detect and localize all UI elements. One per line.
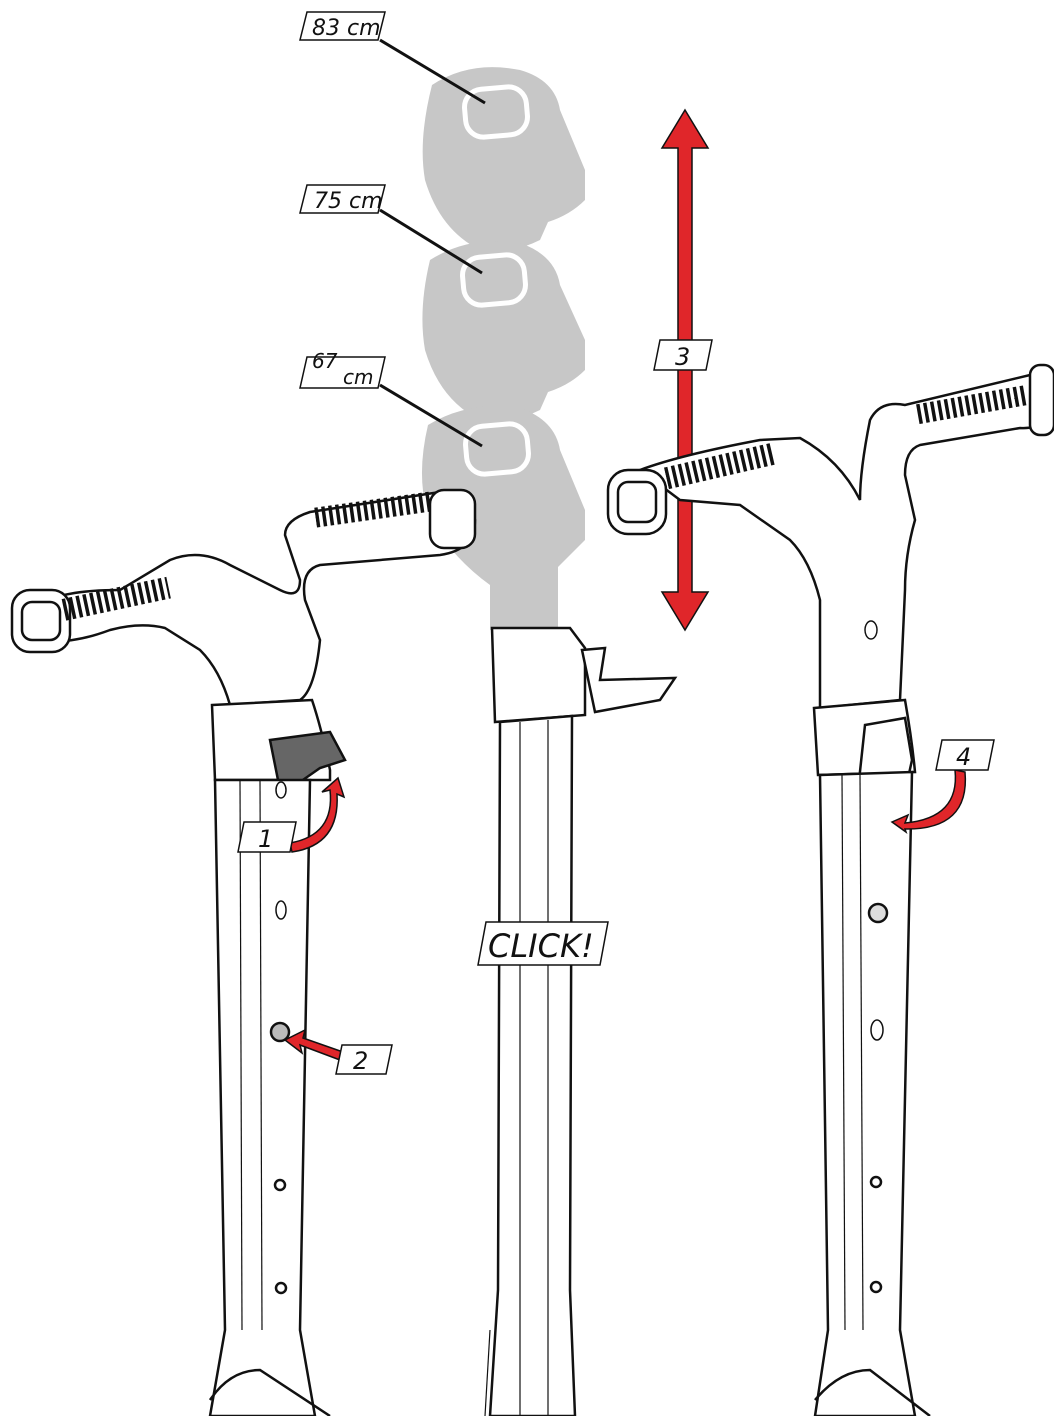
arrow-1 xyxy=(289,776,346,853)
label-step-4: 4 xyxy=(935,739,995,771)
svg-text:83 cm: 83 cm xyxy=(312,16,381,41)
center-assembly xyxy=(484,626,678,1416)
right-tube xyxy=(813,770,917,1416)
label-step-1: 1 xyxy=(237,821,297,853)
label-83cm: 83 cm xyxy=(299,11,386,41)
svg-text:75 cm: 75 cm xyxy=(314,189,383,214)
svg-text:3: 3 xyxy=(675,343,690,371)
svg-text:2: 2 xyxy=(353,1047,368,1075)
left-grip-ribbed xyxy=(58,576,171,622)
svg-text:67: 67 xyxy=(312,349,338,373)
height-leaders xyxy=(379,38,486,448)
label-click: CLICK! xyxy=(477,921,609,966)
ghost-handlebar-83 xyxy=(422,67,585,252)
svg-text:4: 4 xyxy=(956,743,971,771)
right-handlebar xyxy=(637,373,1052,710)
ghost-handlebar-75 xyxy=(422,241,585,422)
label-75cm: 75 cm xyxy=(299,184,386,214)
left-tube xyxy=(208,778,317,1416)
center-quick-release-lever xyxy=(580,646,678,714)
right-grip-cap-right xyxy=(1028,363,1054,437)
left-pin-button xyxy=(269,1021,291,1043)
label-67cm: 67 cm xyxy=(299,349,386,389)
arrow-4 xyxy=(890,769,967,834)
label-step-3: 3 xyxy=(653,339,713,371)
svg-text:CLICK!: CLICK! xyxy=(488,927,594,965)
left-quick-release-lever xyxy=(268,730,347,784)
label-step-2: 2 xyxy=(335,1044,393,1075)
right-assembly xyxy=(606,363,1054,1416)
right-grip-ribbed xyxy=(663,442,777,490)
ghost-grip-ends xyxy=(460,84,531,477)
ghost-stem xyxy=(490,560,558,630)
svg-text:1: 1 xyxy=(258,825,273,853)
arrow-2 xyxy=(283,1028,344,1061)
left-assembly xyxy=(10,488,477,1416)
svg-text:cm: cm xyxy=(343,365,373,389)
left-grip-cap-right xyxy=(428,488,477,550)
center-tube xyxy=(488,714,577,1416)
center-collar xyxy=(490,626,587,724)
